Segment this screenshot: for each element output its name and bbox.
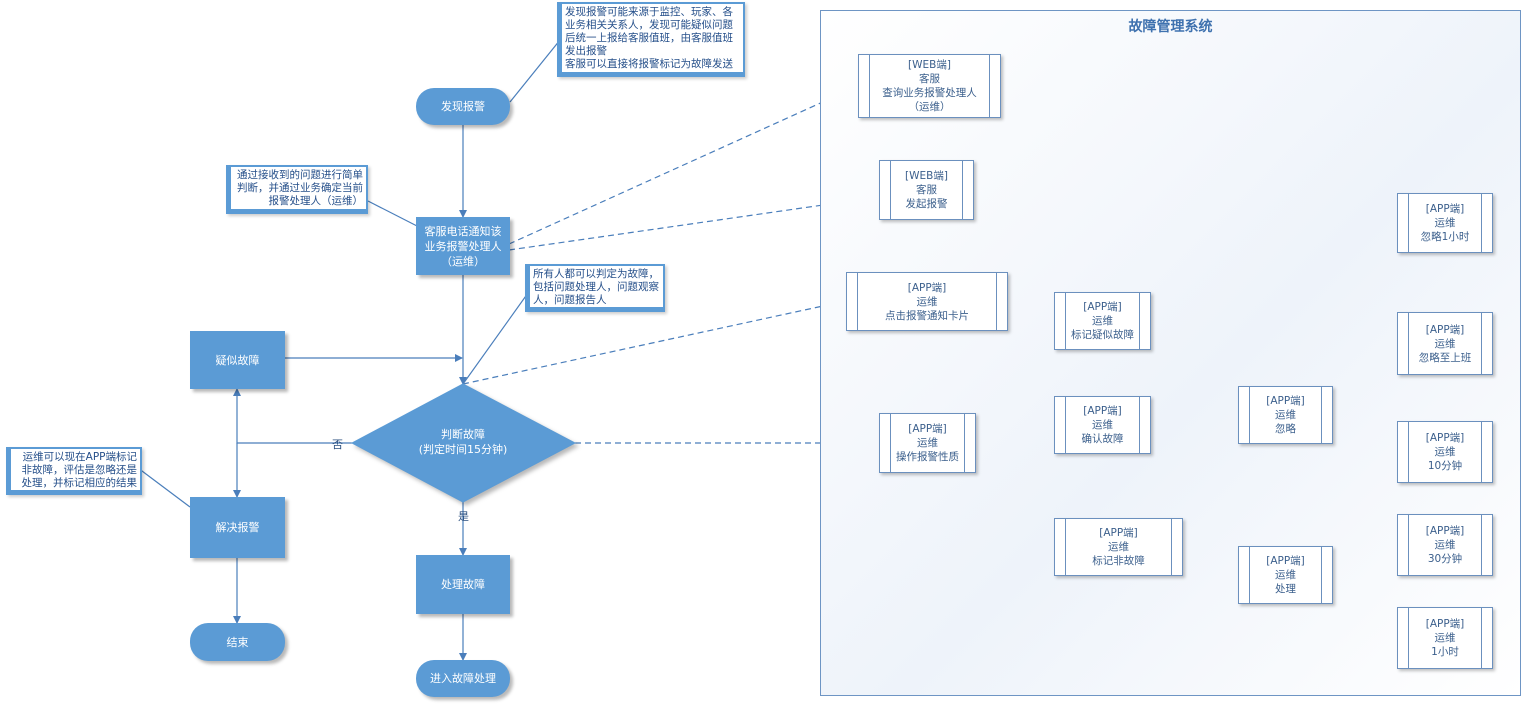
app-card-l2: 运维	[916, 295, 938, 308]
mark-non-l2: 运维	[1108, 541, 1129, 553]
web-raise-alarm: [WEB端] 客服 发起报警	[879, 160, 974, 220]
app-nature-l1: [APP端]	[908, 423, 947, 435]
ignore-l3: 忽略	[1275, 423, 1296, 435]
min30-l1: [APP端]	[1425, 525, 1465, 537]
hour1-l2: 运维	[1434, 632, 1456, 644]
min30-l3: 30分钟	[1427, 553, 1463, 565]
ignore1h-l1: [APP端]	[1425, 203, 1465, 215]
app-mark-non-fault: [APP端] 运维 标记非故障	[1054, 518, 1183, 576]
mark-suspect-l3: 标记疑似故障	[1071, 329, 1134, 341]
app-nature-l2: 运维	[917, 437, 938, 449]
min10-l1: [APP端]	[1425, 432, 1465, 444]
mark-non-l1: [APP端]	[1099, 527, 1138, 539]
resolve-alarm-box: 解决报警	[190, 497, 285, 558]
app-30-minutes: [APP端] 运维 30分钟	[1397, 514, 1493, 576]
min30-l2: 运维	[1434, 539, 1456, 551]
cs-note: 通过接收到的问题进行简单判断，并通过业务确定当前报警处理人（运维）	[226, 165, 368, 214]
cs-notify-box: 客服电话通知该业务报警处理人（运维）	[416, 217, 510, 275]
web-query-handler: [WEB端] 客服 查询业务报警处理人 （运维）	[858, 54, 1001, 118]
web-alarm-l2: 客服	[916, 184, 937, 196]
min10-l2: 运维	[1434, 446, 1456, 458]
app-click-card: [APP端] 运维 点击报警通知卡片	[846, 272, 1008, 331]
callout-cs	[367, 200, 418, 227]
no-label: 否	[332, 438, 343, 451]
dash-cs-to-webalarm	[508, 194, 880, 251]
app-10-minutes: [APP端] 运维 10分钟	[1397, 421, 1493, 483]
dash-judge-to-card	[462, 298, 847, 385]
process-l2: 运维	[1275, 569, 1296, 581]
yes-label: 是	[458, 510, 469, 523]
end-terminal: 结束	[190, 623, 285, 661]
ops-note: 运维可以现在APP端标记非故障，评估是忽略还是处理，并标记相应的结果	[6, 447, 142, 495]
app-1-hour: [APP端] 运维 1小时	[1397, 607, 1493, 669]
app-card-l1: [APP端]	[907, 281, 947, 294]
web-query-l4: （运维）	[908, 101, 951, 113]
panel-title: 故障管理系统	[1128, 19, 1213, 35]
process-l1: [APP端]	[1266, 555, 1305, 567]
discover-note: 发现报警可能来源于监控、玩家、各业务相关关系人，发现可能疑似问题后统一上报给客服…	[557, 2, 745, 77]
judge-subtitle: (判定时间15分钟)	[418, 443, 508, 456]
ignorework-l3: 忽略至上班	[1418, 351, 1472, 364]
suspected-fault-box: 疑似故障	[190, 331, 285, 389]
mark-non-l3: 标记非故障	[1092, 555, 1145, 567]
app-ignore-until-work: [APP端] 运维 忽略至上班	[1397, 312, 1493, 375]
app-ignore: [APP端] 运维 忽略	[1238, 386, 1333, 444]
min10-l3: 10分钟	[1427, 460, 1463, 472]
anyone-note: 所有人都可以判定为故障，包括问题处理人，问题观察人，问题报告人	[525, 264, 665, 312]
judge-title: 判断故障	[441, 428, 485, 441]
app-operate-nature: [APP端] 运维 操作报警性质	[879, 413, 976, 473]
judge-label: 判断故障 (判定时间15分钟)	[395, 427, 531, 457]
confirm-l3: 确认故障	[1081, 433, 1124, 445]
confirm-l2: 运维	[1092, 419, 1113, 431]
ignore-l1: [APP端]	[1266, 395, 1305, 407]
ignore1h-l2: 运维	[1434, 217, 1456, 229]
arrow-no-to-suspect	[233, 388, 352, 444]
ignore1h-l3: 忽略1小时	[1420, 231, 1470, 243]
web-alarm-l1: [WEB端]	[905, 170, 948, 182]
ignore-l2: 运维	[1275, 409, 1296, 421]
web-query-l1: [WEB端]	[908, 59, 951, 71]
web-query-l2: 客服	[919, 73, 940, 85]
web-alarm-l3: 发起报警	[905, 198, 948, 210]
app-nature-l3: 操作报警性质	[896, 451, 959, 463]
callout-ops	[137, 467, 191, 508]
judge-diamond	[350, 383, 577, 503]
app-ignore-1h: [APP端] 运维 忽略1小时	[1397, 193, 1493, 253]
app-mark-suspect: [APP端] 运维 标记疑似故障	[1054, 292, 1151, 350]
dash-cs-to-webquery	[508, 85, 859, 245]
confirm-l1: [APP端]	[1083, 405, 1122, 417]
hour1-l1: [APP端]	[1425, 618, 1465, 630]
hour1-l3: 1小时	[1431, 646, 1459, 658]
app-confirm-fault: [APP端] 运维 确认故障	[1054, 396, 1151, 454]
mark-suspect-l2: 运维	[1092, 315, 1113, 327]
ignorework-l1: [APP端]	[1425, 323, 1465, 336]
callout-anyone	[462, 292, 529, 385]
process-l3: 处理	[1275, 583, 1296, 595]
web-query-l3: 查询业务报警处理人	[882, 87, 977, 99]
callout-discover	[509, 39, 561, 103]
app-process: [APP端] 运维 处理	[1238, 546, 1333, 604]
enter-fault-handling: 进入故障处理	[416, 660, 510, 697]
app-card-l3: 点击报警通知卡片	[885, 309, 969, 322]
handle-fault-box: 处理故障	[416, 555, 510, 614]
ignorework-l2: 运维	[1434, 337, 1456, 350]
discover-alarm: 发现报警	[416, 88, 510, 125]
mark-suspect-l1: [APP端]	[1083, 301, 1122, 313]
